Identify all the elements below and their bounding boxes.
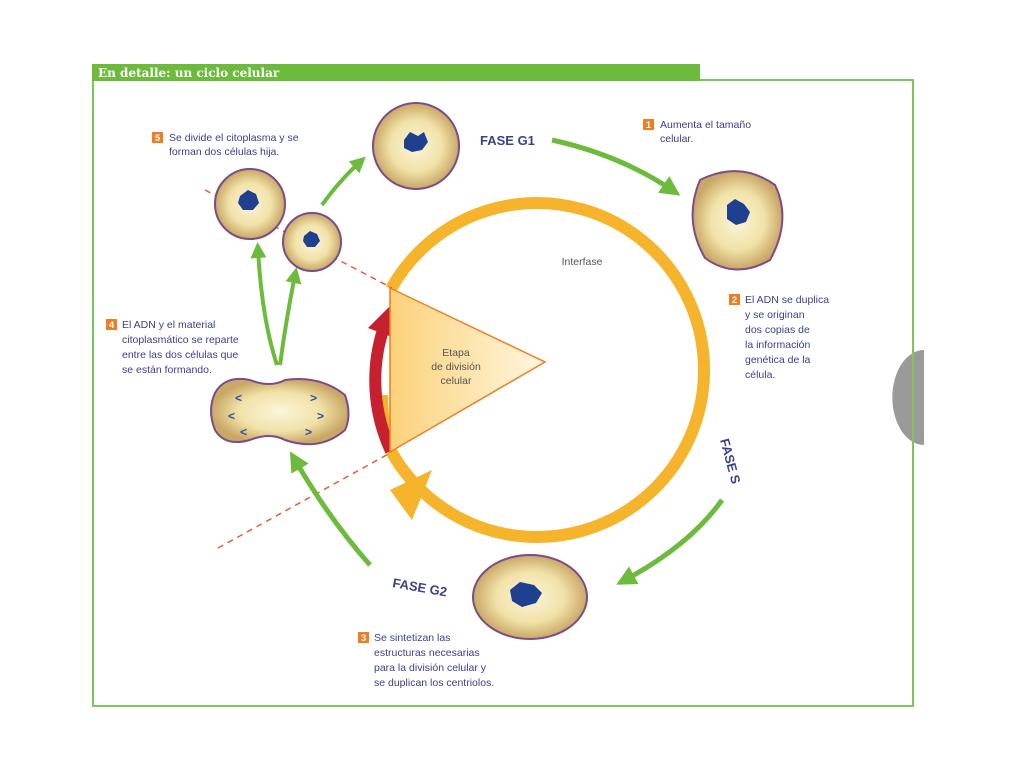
svg-text:<: < [235,391,242,405]
svg-text:la información: la información [745,339,811,351]
svg-text:estructuras necesarias: estructuras necesarias [374,647,480,659]
arrow-step5-to-g1 [320,156,366,207]
edge-shadow-shape [892,350,925,445]
svg-text:>: > [317,409,324,423]
svg-text:dos copias de: dos copias de [745,324,810,336]
svg-text:se están formando.: se están formando. [122,364,212,376]
step-5: 5 Se divide el citoplasma y se forman do… [152,132,299,158]
arrow-s-to-g2 [616,498,725,585]
step-2-badge [729,294,740,305]
phase-s-label: FASE S [717,437,744,486]
dashed-line-bottom [217,451,393,549]
svg-text:2: 2 [732,295,737,306]
svg-text:1: 1 [646,120,652,131]
svg-text:para la división celular y: para la división celular y [374,662,487,674]
interphase-label: Interfase [562,256,603,268]
figure-title: En detalle: un ciclo celular [98,66,280,80]
svg-text:>: > [305,425,312,439]
svg-text:celular.: celular. [660,133,693,145]
svg-text:se duplican los centriolos.: se duplican los centriolos. [374,677,494,689]
arrow-g1-to-step1 [551,137,681,196]
svg-text:Aumenta el tamaño: Aumenta el tamaño [660,119,751,131]
svg-text:célula.: célula. [745,369,775,381]
division-arc [369,328,397,454]
svg-text:3: 3 [361,633,366,644]
cell-step1-grown [691,170,784,271]
svg-text:Se sintetizan las: Se sintetizan las [374,632,450,644]
step-1: 1 Aumenta el tamaño celular. [643,119,751,145]
phase-g1-label: FASE G1 [480,133,535,148]
daughter-cell-1 [214,168,286,240]
interphase-arrowhead [390,470,432,520]
svg-text:4: 4 [109,320,115,331]
arrow-step4-to-daughter-2 [278,267,302,366]
step-4: 4 El ADN y el material citoplasmático se… [106,319,239,376]
step-5-badge [152,132,163,143]
step-3: 3 Se sintetizan las estructuras necesari… [358,632,494,689]
division-label-2: de división [431,361,481,373]
arrow-g2-to-step4 [289,451,372,567]
svg-text:<: < [240,425,247,439]
step-3-badge [358,632,369,643]
svg-text:El ADN se duplica: El ADN se duplica [745,294,829,306]
cell-dividing: < < < > > > [210,377,350,446]
title-banner [92,64,700,81]
svg-text:Se divide el citoplasma y se: Se divide el citoplasma y se [169,132,299,144]
svg-text:<: < [228,409,235,423]
svg-text:El ADN y el material: El ADN y el material [122,319,215,331]
division-wedge [389,286,547,454]
arrow-step4-to-daughter-1 [250,242,279,366]
daughter-cell-2 [282,212,342,272]
svg-text:5: 5 [155,133,161,144]
svg-text:forman dos células hija.: forman dos células hija. [169,146,279,158]
svg-text:genética de la: genética de la [745,354,811,366]
svg-text:entre las dos células que: entre las dos células que [122,349,238,361]
svg-text:citoplasmático se reparte: citoplasmático se reparte [122,334,239,346]
cell-g1-top [372,102,460,190]
step-1-badge [643,119,654,130]
svg-text:y se originan: y se originan [745,309,805,321]
division-label-1: Etapa [442,347,470,359]
division-label-3: celular [441,375,472,387]
step-2: 2 El ADN se duplica y se originan dos co… [729,294,829,381]
phase-g2-label: FASE G2 [391,575,448,599]
svg-text:>: > [310,391,317,405]
step-4-badge [106,319,117,330]
cell-g2 [472,554,588,640]
interphase-ring [385,197,711,543]
